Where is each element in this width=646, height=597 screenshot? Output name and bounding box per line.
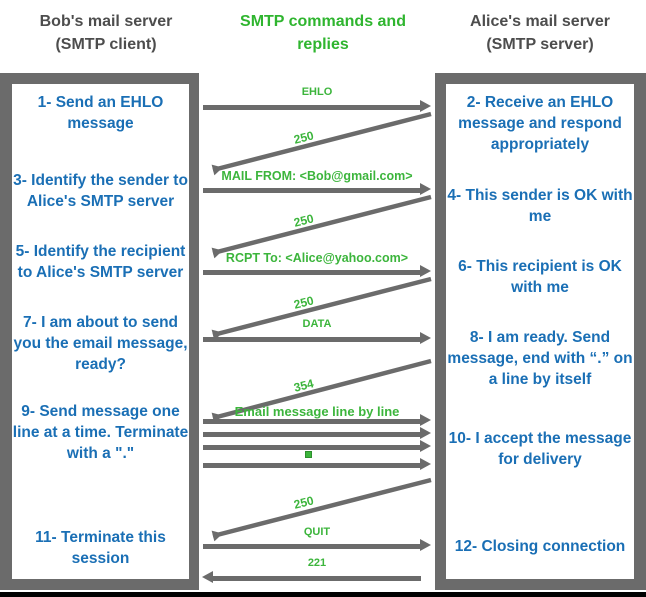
server-step-2: 2- Receive an EHLO message and respond a… — [458, 94, 622, 153]
server-step-12: 12- Closing connection — [454, 538, 626, 555]
label-data: DATA — [302, 318, 332, 330]
arrowhead-reply-221 — [202, 571, 213, 583]
message-lane: EHLO 250 MAIL FROM: <Bob@gmail.com> 250 … — [199, 73, 435, 590]
header-commands-line2: replies — [297, 36, 349, 53]
client-step-7: 7- I am about to send you the email mess… — [13, 314, 188, 373]
header-client-line1: Bob's mail server — [39, 13, 173, 30]
arrow-email-line-1 — [203, 419, 421, 424]
arrow-terminator — [203, 463, 421, 468]
arrow-rcpt-to — [203, 270, 421, 275]
arrow-quit — [203, 544, 421, 549]
label-email-lines: Email message line by line — [234, 404, 400, 419]
header-commands: SMTP commands and replies — [214, 10, 432, 56]
client-step-9: 9- Send message one line at a time. Term… — [12, 403, 189, 462]
arrow-email-line-3 — [203, 445, 421, 450]
server-panel: 2- Receive an EHLO message and respond a… — [446, 84, 634, 579]
header-client: Bob's mail server (SMTP client) — [0, 10, 212, 56]
arrow-mail-from — [203, 188, 421, 193]
client-step-1: 1- Send an EHLO message — [37, 94, 164, 132]
arrowhead-email-line-3 — [420, 440, 431, 452]
server-step-6: 6- This recipient is OK with me — [458, 258, 622, 296]
label-mail-from: MAIL FROM: <Bob@gmail.com> — [221, 169, 413, 183]
arrowhead-terminator — [420, 458, 431, 470]
label-ehlo: EHLO — [301, 86, 333, 98]
label-rcpt-to: RCPT To: <Alice@yahoo.com> — [225, 251, 409, 265]
header-server: Alice's mail server (SMTP server) — [434, 10, 646, 56]
arrowhead-quit — [420, 539, 431, 551]
reply-arrows — [211, 111, 432, 542]
arrow-email-line-2 — [203, 432, 421, 437]
header-client-line2: (SMTP client) — [55, 36, 157, 53]
arrowhead-data — [420, 332, 431, 344]
arrow-reply-221 — [213, 576, 421, 581]
client-step-11: 11- Terminate this session — [35, 529, 166, 567]
client-panel: 1- Send an EHLO message 3- Identify the … — [12, 84, 189, 579]
bottom-rule — [0, 592, 646, 597]
server-step-4: 4- This sender is OK with me — [447, 187, 633, 225]
header-server-line1: Alice's mail server — [470, 13, 610, 30]
label-reply-221: 221 — [307, 557, 327, 569]
server-step-10: 10- I accept the message for delivery — [448, 430, 632, 468]
terminator-dot-icon — [305, 451, 312, 458]
client-step-5: 5- Identify the recipient to Alice's SMT… — [15, 243, 186, 281]
arrowhead-ehlo — [420, 100, 431, 112]
server-step-8: 8- I am ready. Send message, end with “.… — [447, 329, 633, 388]
arrowhead-email-line-1 — [420, 414, 431, 426]
header-server-line2: (SMTP server) — [486, 36, 594, 53]
arrowhead-mail-from — [420, 183, 431, 195]
client-step-3: 3- Identify the sender to Alice's SMTP s… — [13, 172, 188, 210]
arrow-data — [203, 337, 421, 342]
arrow-ehlo — [203, 105, 421, 110]
message-lane-background — [199, 73, 435, 590]
header-commands-line1: SMTP commands and — [240, 13, 406, 30]
arrowhead-rcpt-to — [420, 265, 431, 277]
arrowhead-email-line-2 — [420, 427, 431, 439]
label-quit: QUIT — [303, 526, 331, 538]
